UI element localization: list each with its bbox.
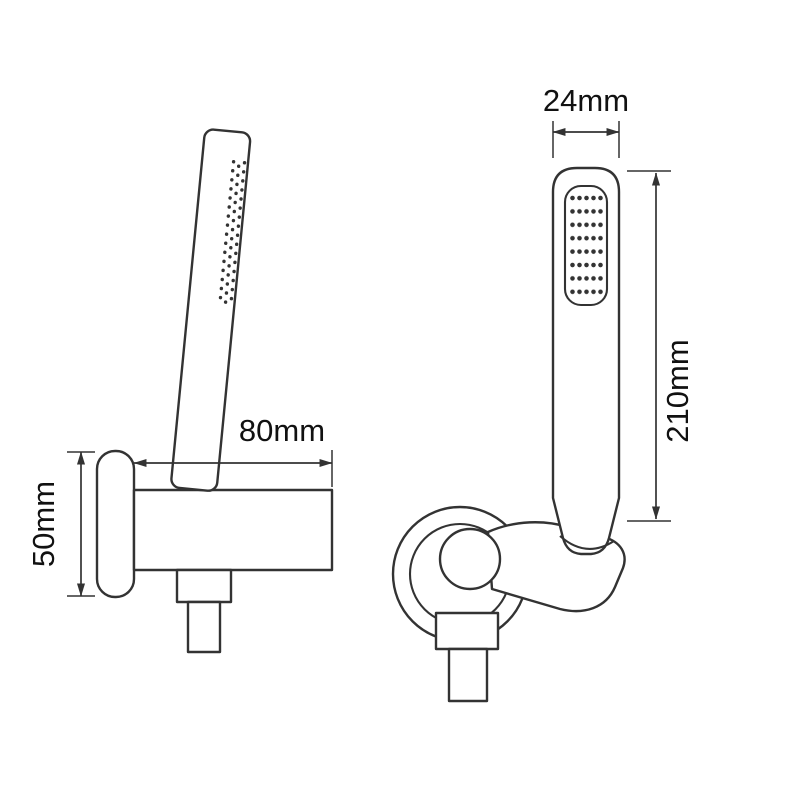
dimension-label-bracket-depth: 80mm: [239, 413, 325, 448]
hose-collar-front: [434, 611, 500, 651]
front-view: [391, 166, 626, 703]
handset-side: [170, 128, 252, 492]
handset-body-side: [170, 128, 252, 492]
dimension-label-head-length: 210mm: [660, 339, 695, 442]
spray-face-side-dots: [218, 159, 247, 310]
spray-face-front: [563, 184, 609, 307]
hose-connector-side: [186, 600, 222, 654]
hose-collar-side: [175, 568, 233, 604]
hose-connector-front: [447, 647, 489, 703]
pivot-knob: [438, 527, 502, 591]
wall-plate-side: [95, 449, 136, 599]
dimension-label-head-width: 24mm: [543, 83, 629, 118]
bracket-arm-side: [132, 488, 334, 572]
cradle-rim: [559, 535, 615, 550]
side-view: [95, 128, 334, 654]
dimension-head-width: 24mm: [543, 83, 629, 158]
dimension-bracket-depth: 80mm: [133, 413, 333, 487]
dimension-head-length: 210mm: [627, 170, 695, 522]
spray-nozzle-dots: [569, 194, 603, 298]
dimension-bracket-height: 50mm: [26, 451, 95, 597]
dimension-label-bracket-height: 50mm: [26, 481, 61, 567]
